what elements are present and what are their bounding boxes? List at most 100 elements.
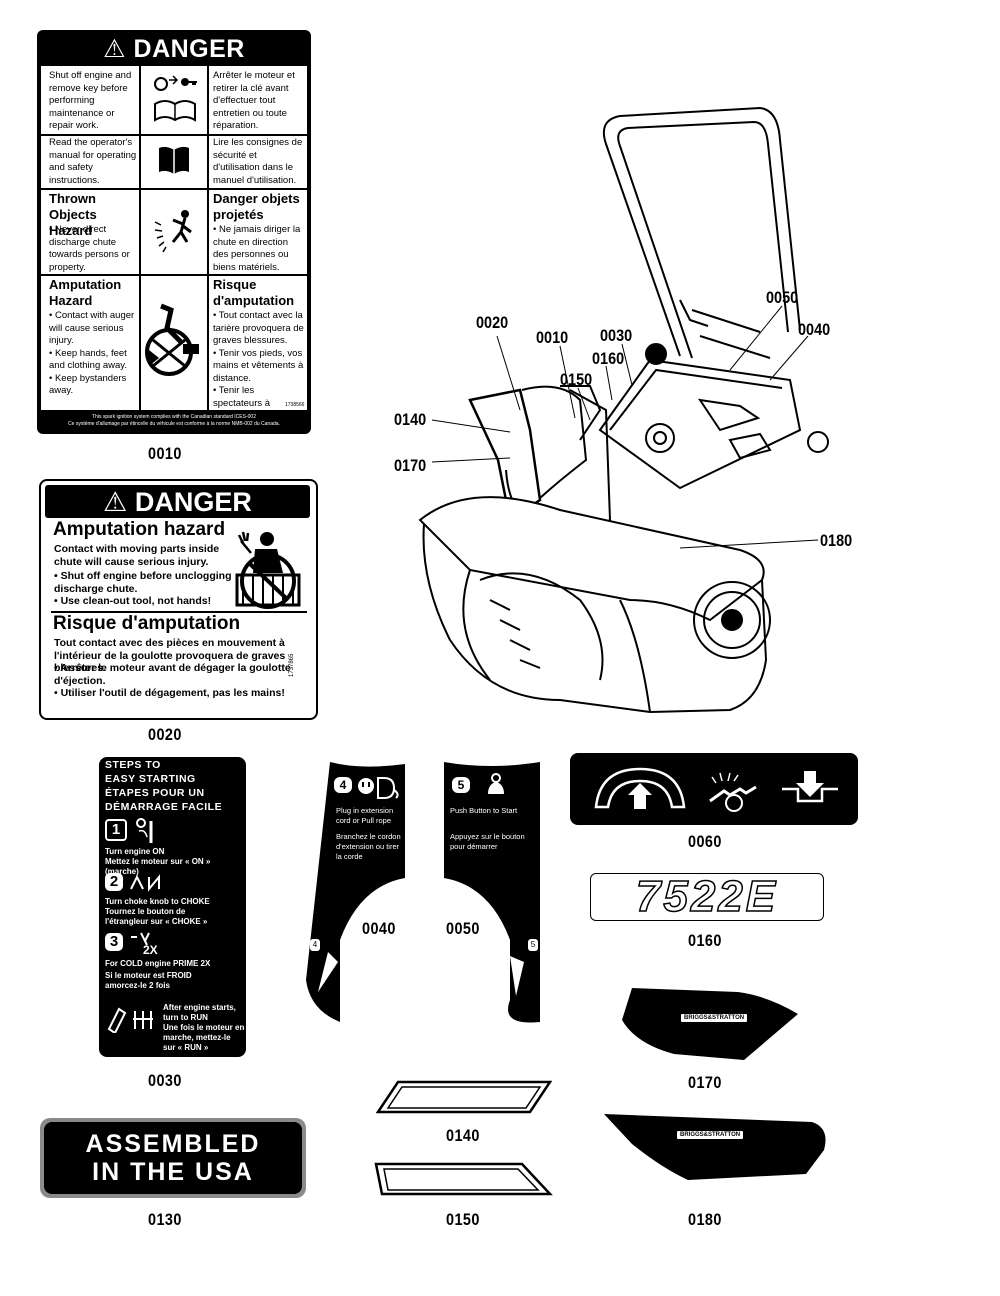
assembled-text: ASSEMBLED IN THE USA (44, 1122, 302, 1194)
label-0060 (570, 753, 858, 825)
step-number: 5 (452, 777, 470, 793)
assembled-label-0130: ASSEMBLED IN THE USA (40, 1118, 306, 1198)
row-text-fr: • Ne jamais diriger la chute en directio… (213, 224, 301, 273)
label-text-en: Push Button to Start (450, 806, 518, 815)
label-0040-shape (306, 762, 405, 1022)
steps-heading: EASY STARTING (105, 773, 196, 785)
danger-row: Thrown Objects Hazard • Never direct dis… (41, 188, 307, 276)
en-bullet: • Shut off engine before unclogging disc… (54, 570, 232, 595)
model-label-0160: 7522E (590, 873, 824, 921)
danger-table: Shut off engine and remove key before pe… (41, 66, 307, 421)
thrown-objects-icon (154, 210, 192, 253)
step-text-en: Turn engine ON (105, 847, 165, 856)
callout-number: 0010 (536, 328, 569, 347)
prime-count: 2X (143, 943, 158, 957)
fr-heading: Risque d'amputation (53, 613, 241, 634)
steps-heading: DÉMARRAGE FACILE (105, 801, 223, 813)
handle-outline (602, 106, 801, 357)
run-icon (107, 1007, 153, 1033)
part-number: 0150 (446, 1210, 480, 1229)
push-button-icon (488, 773, 504, 794)
small-step-number: 4 (310, 939, 320, 951)
callout-number: 0170 (394, 456, 427, 475)
hand-in-chute-icon (235, 531, 301, 609)
step-text-en: Turn choke knob to CHOKE (105, 897, 210, 906)
danger-row: Read the operator's manual for operating… (41, 134, 307, 190)
handle-arrow-icon (594, 767, 686, 809)
row-text-fr: • Tout contact avec la tarière provoquer… (213, 310, 304, 421)
primer-icon (131, 932, 150, 946)
part-number: 0040 (362, 919, 396, 938)
row-text-fr: Arrêter le moteur et retirer la clé avan… (213, 70, 295, 131)
fr-text: Tout contact avec des pièces en mouvemen… (54, 637, 286, 674)
part-number: 0010 (148, 444, 182, 463)
label-text-fr: Branchez le cordon d'extension ou tirer … (336, 832, 401, 861)
row-title-en: Thrown Objects Hazard (49, 191, 97, 238)
label-text-en: Plug in extension cord or Pull rope (336, 806, 394, 825)
manual-icon (159, 146, 189, 174)
part-number: 0060 (688, 832, 722, 851)
choke-icon (130, 874, 160, 892)
fr-bullet: • Arrêter le moteur avant de dégager la … (54, 662, 291, 687)
steps-heading: STEPS TO (105, 759, 161, 771)
callout-number: 0030 (600, 326, 633, 345)
stripe-0150 (374, 1162, 553, 1196)
auger-hazard-icon (145, 303, 199, 376)
callout-number: 0180 (820, 531, 853, 550)
step-text-fr: Si le moteur est FROID amorcez-le 2 fois (105, 971, 192, 990)
row-title-fr: Risque d'amputation (213, 277, 295, 308)
part-number: 0050 (446, 919, 480, 938)
fr-bullet: • Utiliser l'outil de dégagement, pas le… (54, 687, 285, 699)
part-number: 0170 (688, 1073, 722, 1092)
step-text-en: For COLD engine PRIME 2X (105, 959, 211, 968)
row-text-en: Read the operator's manual for operating… (49, 137, 137, 186)
part-number: 0180 (688, 1210, 722, 1229)
danger-row: Shut off engine and remove key before pe… (41, 66, 307, 136)
brand-logo: BRIGGS&STRATTON (676, 1130, 745, 1140)
danger-label-0020: ⚠ DANGER Amputation hazard Contact with … (39, 479, 318, 720)
danger-title: ⚠ DANGER (103, 35, 245, 63)
row-text-en: • Contact with auger will cause serious … (49, 310, 135, 396)
warning-triangle-icon: ⚠ (103, 487, 128, 517)
row-text-en: • Never direct discharge chute towards p… (49, 224, 130, 273)
danger-row: Amputation Hazard • Contact with auger w… (41, 274, 307, 421)
compliance-footer: This spark ignition system complies with… (68, 414, 280, 427)
small-step-number: 5 (528, 939, 538, 951)
divider (51, 611, 307, 613)
label-0170-shape (622, 988, 798, 1060)
steps-heading: ÉTAPES POUR UN (105, 787, 205, 799)
en-bullet: • Use clean-out tool, not hands! (54, 595, 212, 607)
label-0180-shape (604, 1114, 826, 1180)
callout-number: 0050 (766, 288, 799, 307)
part-number: 0130 (148, 1210, 182, 1229)
plug-icon (358, 777, 399, 799)
step-number: 4 (334, 777, 352, 793)
ignition-icon (136, 818, 153, 843)
step-number: 3 (105, 933, 123, 951)
step-text-fr: Tournez le bouton de l'étrangleur sur « … (105, 907, 208, 926)
snow-thrower-illustration (418, 106, 829, 713)
row-text-fr: Lire les consignes de sécurité et d'util… (213, 137, 303, 186)
press-down-icon (782, 771, 838, 803)
label-text-fr: Appuyez sur le bouton pour démarrer (450, 832, 525, 851)
part-number: 0140 (446, 1126, 480, 1145)
row-text-en: Shut off engine and remove key before pe… (49, 70, 132, 131)
part-number: 0160 (688, 931, 722, 950)
model-number: 7522E (635, 872, 779, 921)
warning-triangle-icon: ⚠ (103, 35, 127, 63)
danger-header: ⚠ DANGER (45, 485, 310, 518)
step-number: 2 (105, 873, 123, 891)
callout-number: 0040 (798, 320, 831, 339)
run-text: After engine starts, turn to RUN Une foi… (163, 1003, 245, 1052)
label-0050-shape (444, 762, 540, 1023)
en-text: Contact with moving parts inside chute w… (54, 543, 220, 568)
callout-number: 0140 (394, 410, 427, 429)
row-title-fr: Danger objets projetés (213, 191, 300, 222)
callout-number: 0150 (560, 370, 593, 389)
stripe-0140 (375, 1080, 553, 1114)
callout-number: 0160 (592, 349, 625, 368)
callout-number: 0020 (476, 313, 509, 332)
en-heading: Amputation hazard (53, 519, 226, 540)
label-code: 1738566 (285, 402, 305, 408)
